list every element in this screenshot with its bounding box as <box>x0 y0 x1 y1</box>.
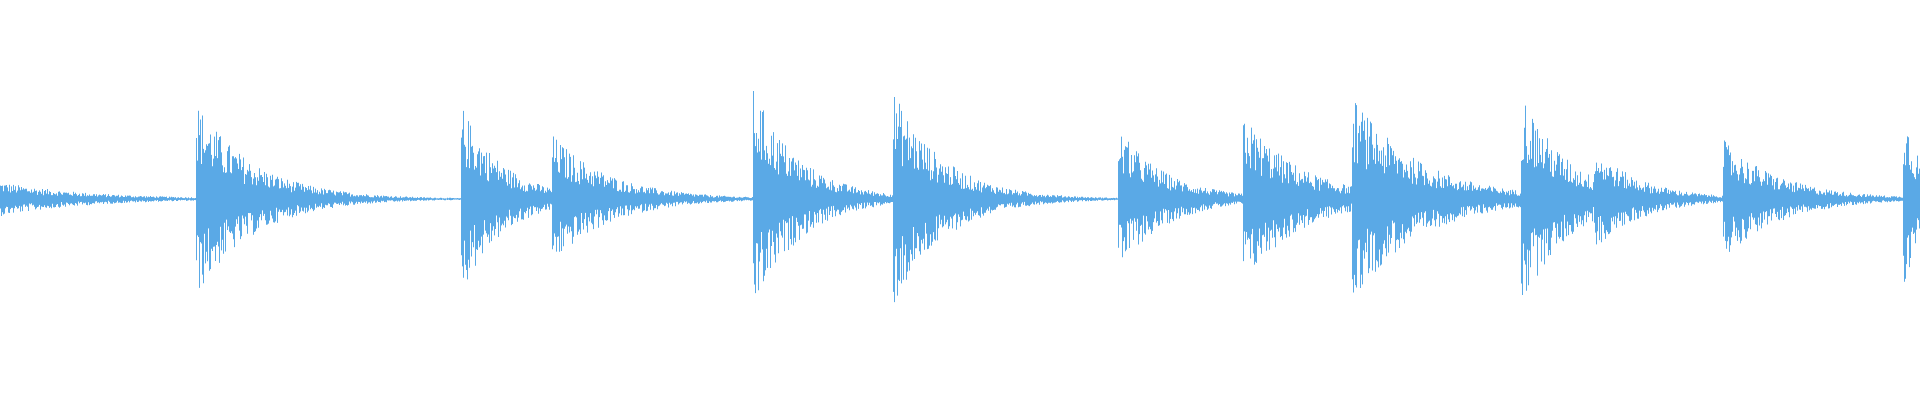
waveform-path <box>0 91 1920 303</box>
